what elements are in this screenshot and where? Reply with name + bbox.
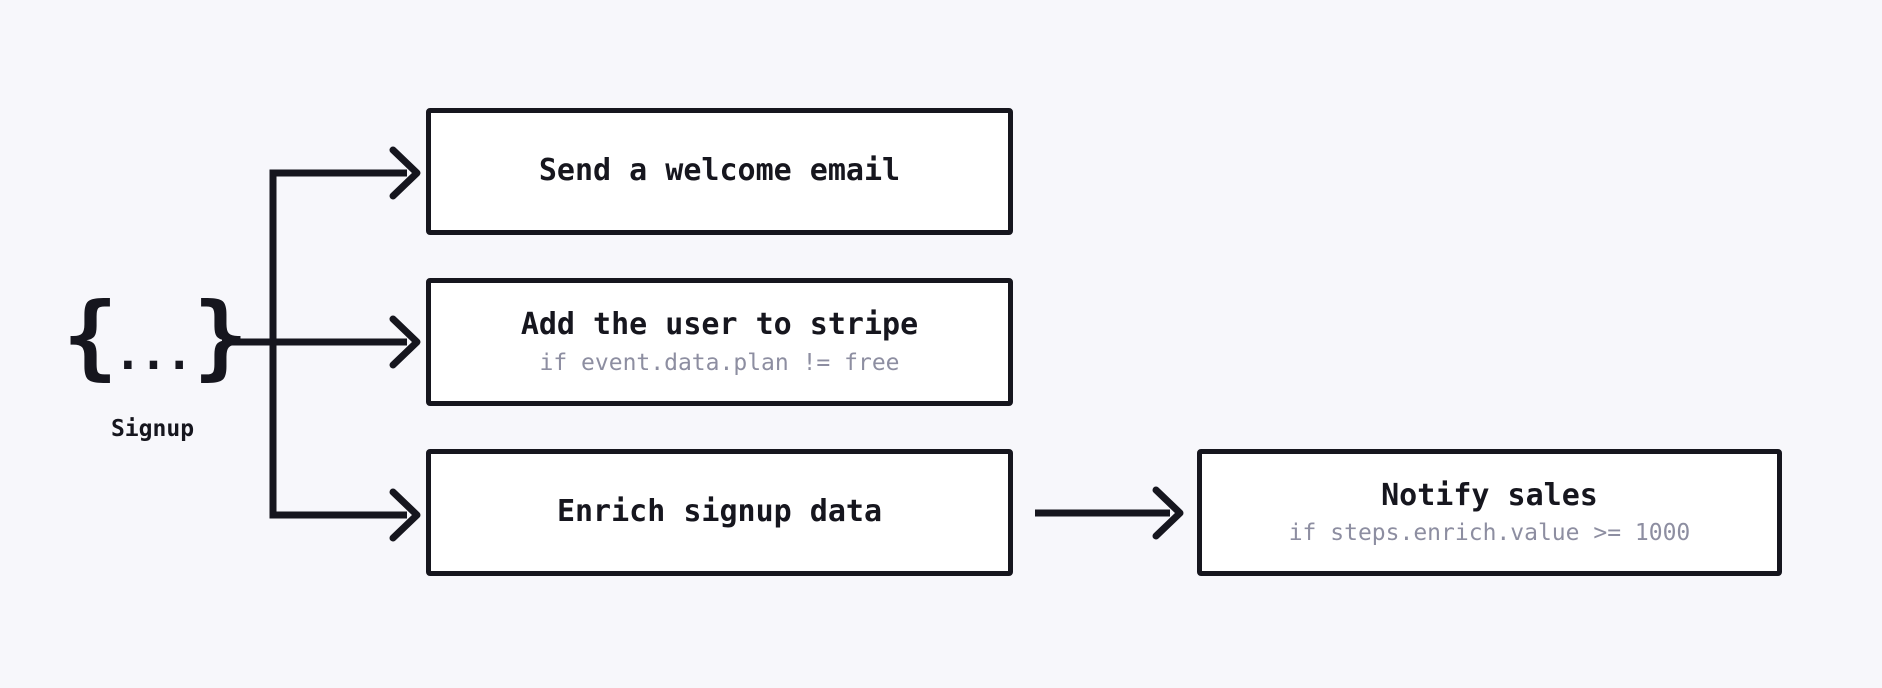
arrow-event-to-welcome-step (269, 146, 421, 342)
arrow-event-to-enrich-step (269, 342, 421, 542)
step-add-user-to-stripe: Add the user to stripe if event.data.pla… (426, 278, 1013, 406)
event-label: Signup (110, 416, 195, 442)
step-send-welcome-email: Send a welcome email (426, 108, 1013, 235)
brace-right: } (193, 283, 248, 390)
brace-left: { (62, 283, 118, 390)
arrow-enrich-to-notify-step (1035, 486, 1184, 540)
step-title: Add the user to stripe (520, 307, 919, 343)
curly-braces-event-icon: { ... } (63, 282, 249, 392)
event-trigger: { ... } Signup (63, 282, 249, 442)
payload-dots: ... (113, 326, 193, 380)
step-title: Send a welcome email (538, 153, 901, 189)
step-condition: if event.data.plan != free (539, 349, 900, 376)
step-condition: if steps.enrich.value >= 1000 (1288, 520, 1691, 547)
step-notify-sales: Notify sales if steps.enrich.value >= 10… (1197, 449, 1782, 576)
arrow-event-to-stripe-step (222, 315, 421, 369)
step-enrich-signup-data: Enrich signup data (426, 449, 1013, 576)
step-title: Notify sales (1381, 477, 1598, 513)
step-title: Enrich signup data (556, 494, 883, 530)
